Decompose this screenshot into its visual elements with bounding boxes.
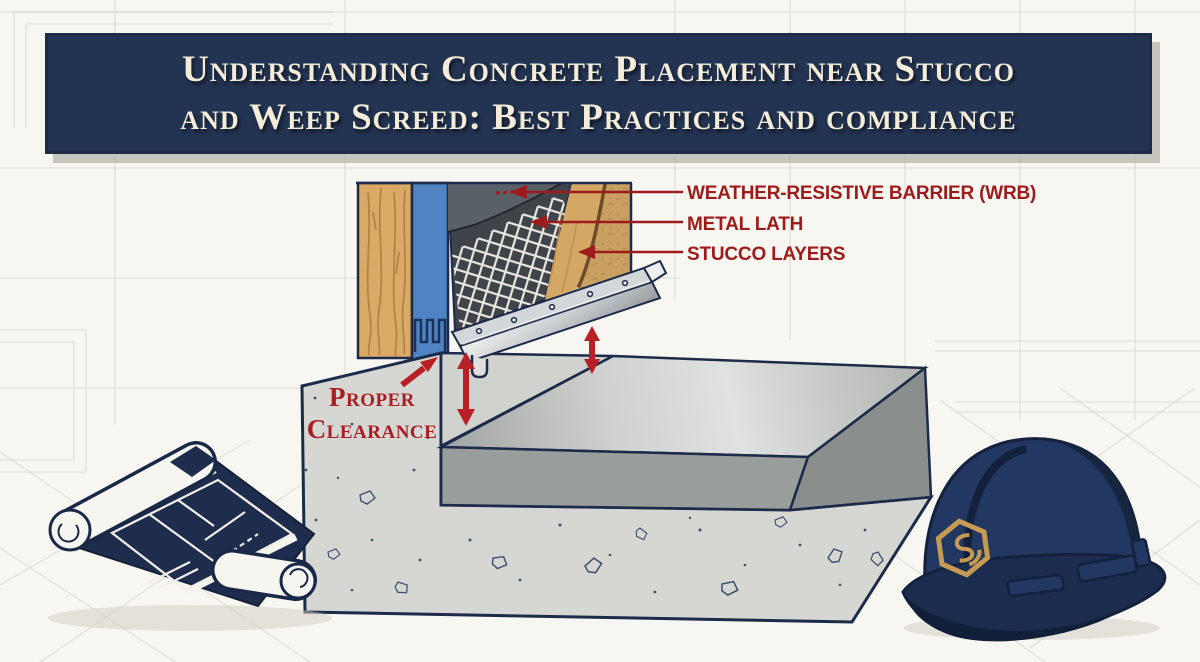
hat-logo-icon (935, 518, 991, 578)
title-line-1: Understanding Concrete Placement near St… (182, 49, 1015, 91)
metal-lath-mesh (452, 194, 586, 330)
layer-callouts: WEATHER-RESISTIVE BARRIER (WRB) METAL LA… (495, 183, 1036, 265)
clearance-label: Proper Clearance (307, 382, 438, 444)
stucco-finish-coat (580, 183, 633, 288)
callout-metal-lath-label: METAL LATH (687, 214, 803, 235)
clearance-label-line-1: Proper (329, 382, 415, 412)
blueprint-roll-end-left (48, 508, 92, 552)
slab-front-face (439, 445, 810, 512)
hard-hat-illustration (901, 437, 1167, 642)
hat-vent-ridge-left (1006, 573, 1065, 598)
screed-end-cap (642, 259, 668, 284)
wall-cross-section (356, 181, 633, 363)
clearance-arrows (400, 326, 600, 426)
wrb-fold (448, 183, 562, 232)
sheathing-meander-pattern (413, 318, 447, 352)
callout-wrb-label: WEATHER-RESISTIVE BARRIER (WRB) (687, 183, 1036, 204)
clearance-label-line-2: Clearance (307, 414, 438, 444)
clearance-arrow-right (584, 326, 600, 374)
stucco-base-coat (545, 183, 607, 300)
screed-drip-hook (470, 354, 489, 379)
slab-right-face (788, 365, 933, 512)
hat-ridge (963, 445, 1027, 581)
sheathing-panel (410, 181, 450, 363)
wood-stud (356, 181, 414, 360)
blueprint-roll-illustration (48, 441, 332, 631)
callout-stucco-layers-label: STUCCO LAYERS (687, 244, 845, 265)
weep-screed (450, 259, 668, 379)
hat-rear-clip (1130, 538, 1152, 568)
title-line-2: and Weep Screed: Best Practices and comp… (180, 96, 1017, 138)
screed-rivets (475, 279, 629, 335)
clearance-pointer-arrow (400, 357, 438, 388)
title-banner: Understanding Concrete Placement near St… (45, 33, 1152, 154)
clearance-arrow-left (457, 352, 475, 426)
